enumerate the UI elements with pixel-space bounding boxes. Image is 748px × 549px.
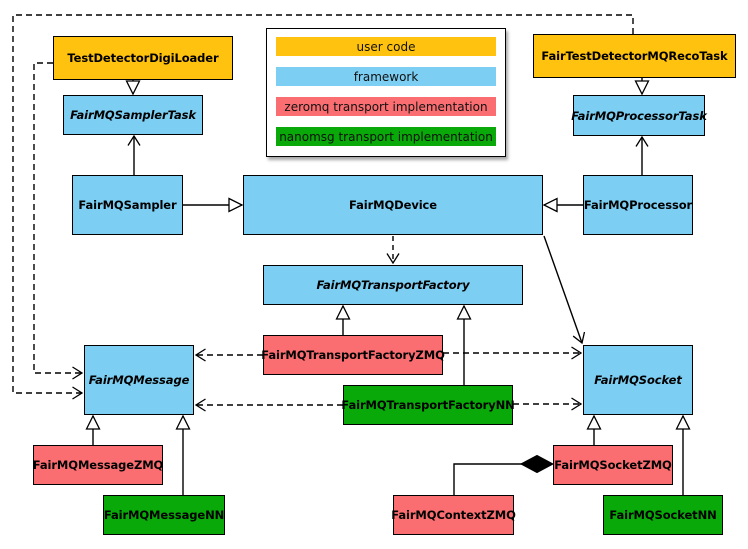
node-fairmq-message: FairMQMessage [84, 345, 194, 415]
legend-item-nanomsg: nanomsg transport implementation [276, 127, 496, 146]
node-fairmq-transport-factory-zmq: FairMQTransportFactoryZMQ [261, 335, 445, 375]
node-fair-test-detector-mq-reco-task: FairTestDetectorMQRecoTask [533, 34, 736, 78]
edge-device-uses-socket [543, 235, 586, 345]
node-fairmq-processor: FairMQProcessor [583, 175, 693, 235]
legend-item-framework: framework [276, 67, 496, 86]
legend-box: user code framework zeromq transport imp… [266, 28, 506, 157]
node-fairmq-sampler-task: FairMQSamplerTask [63, 95, 203, 135]
legend-item-user-code: user code [276, 37, 496, 56]
node-fairmq-message-zmq: FairMQMessageZMQ [33, 445, 163, 485]
edge-digiloader-uses-message [33, 62, 84, 380]
node-fairmq-transport-factory: FairMQTransportFactory [263, 265, 523, 305]
node-fairmq-socket: FairMQSocket [583, 345, 693, 415]
node-fairmq-transport-factory-nn: FairMQTransportFactoryNN [341, 385, 515, 425]
composition-diamond [519, 454, 555, 474]
legend-item-zeromq: zeromq transport implementation [276, 97, 496, 116]
node-test-detector-digi-loader: TestDetectorDigiLoader [53, 36, 233, 80]
node-fairmq-context-zmq: FairMQContextZMQ [391, 495, 516, 535]
node-fairmq-socket-nn: FairMQSocketNN [603, 495, 723, 535]
node-fairmq-message-nn: FairMQMessageNN [103, 495, 225, 535]
node-fairmq-sampler: FairMQSampler [72, 175, 183, 235]
edge-socketzmq-owns-contextzmq [453, 463, 524, 495]
node-fairmq-socket-zmq: FairMQSocketZMQ [553, 445, 673, 485]
node-fairmq-device: FairMQDevice [243, 175, 543, 235]
node-fairmq-processor-task: FairMQProcessorTask [571, 95, 707, 136]
edge-recotask-uses-message [12, 14, 634, 400]
